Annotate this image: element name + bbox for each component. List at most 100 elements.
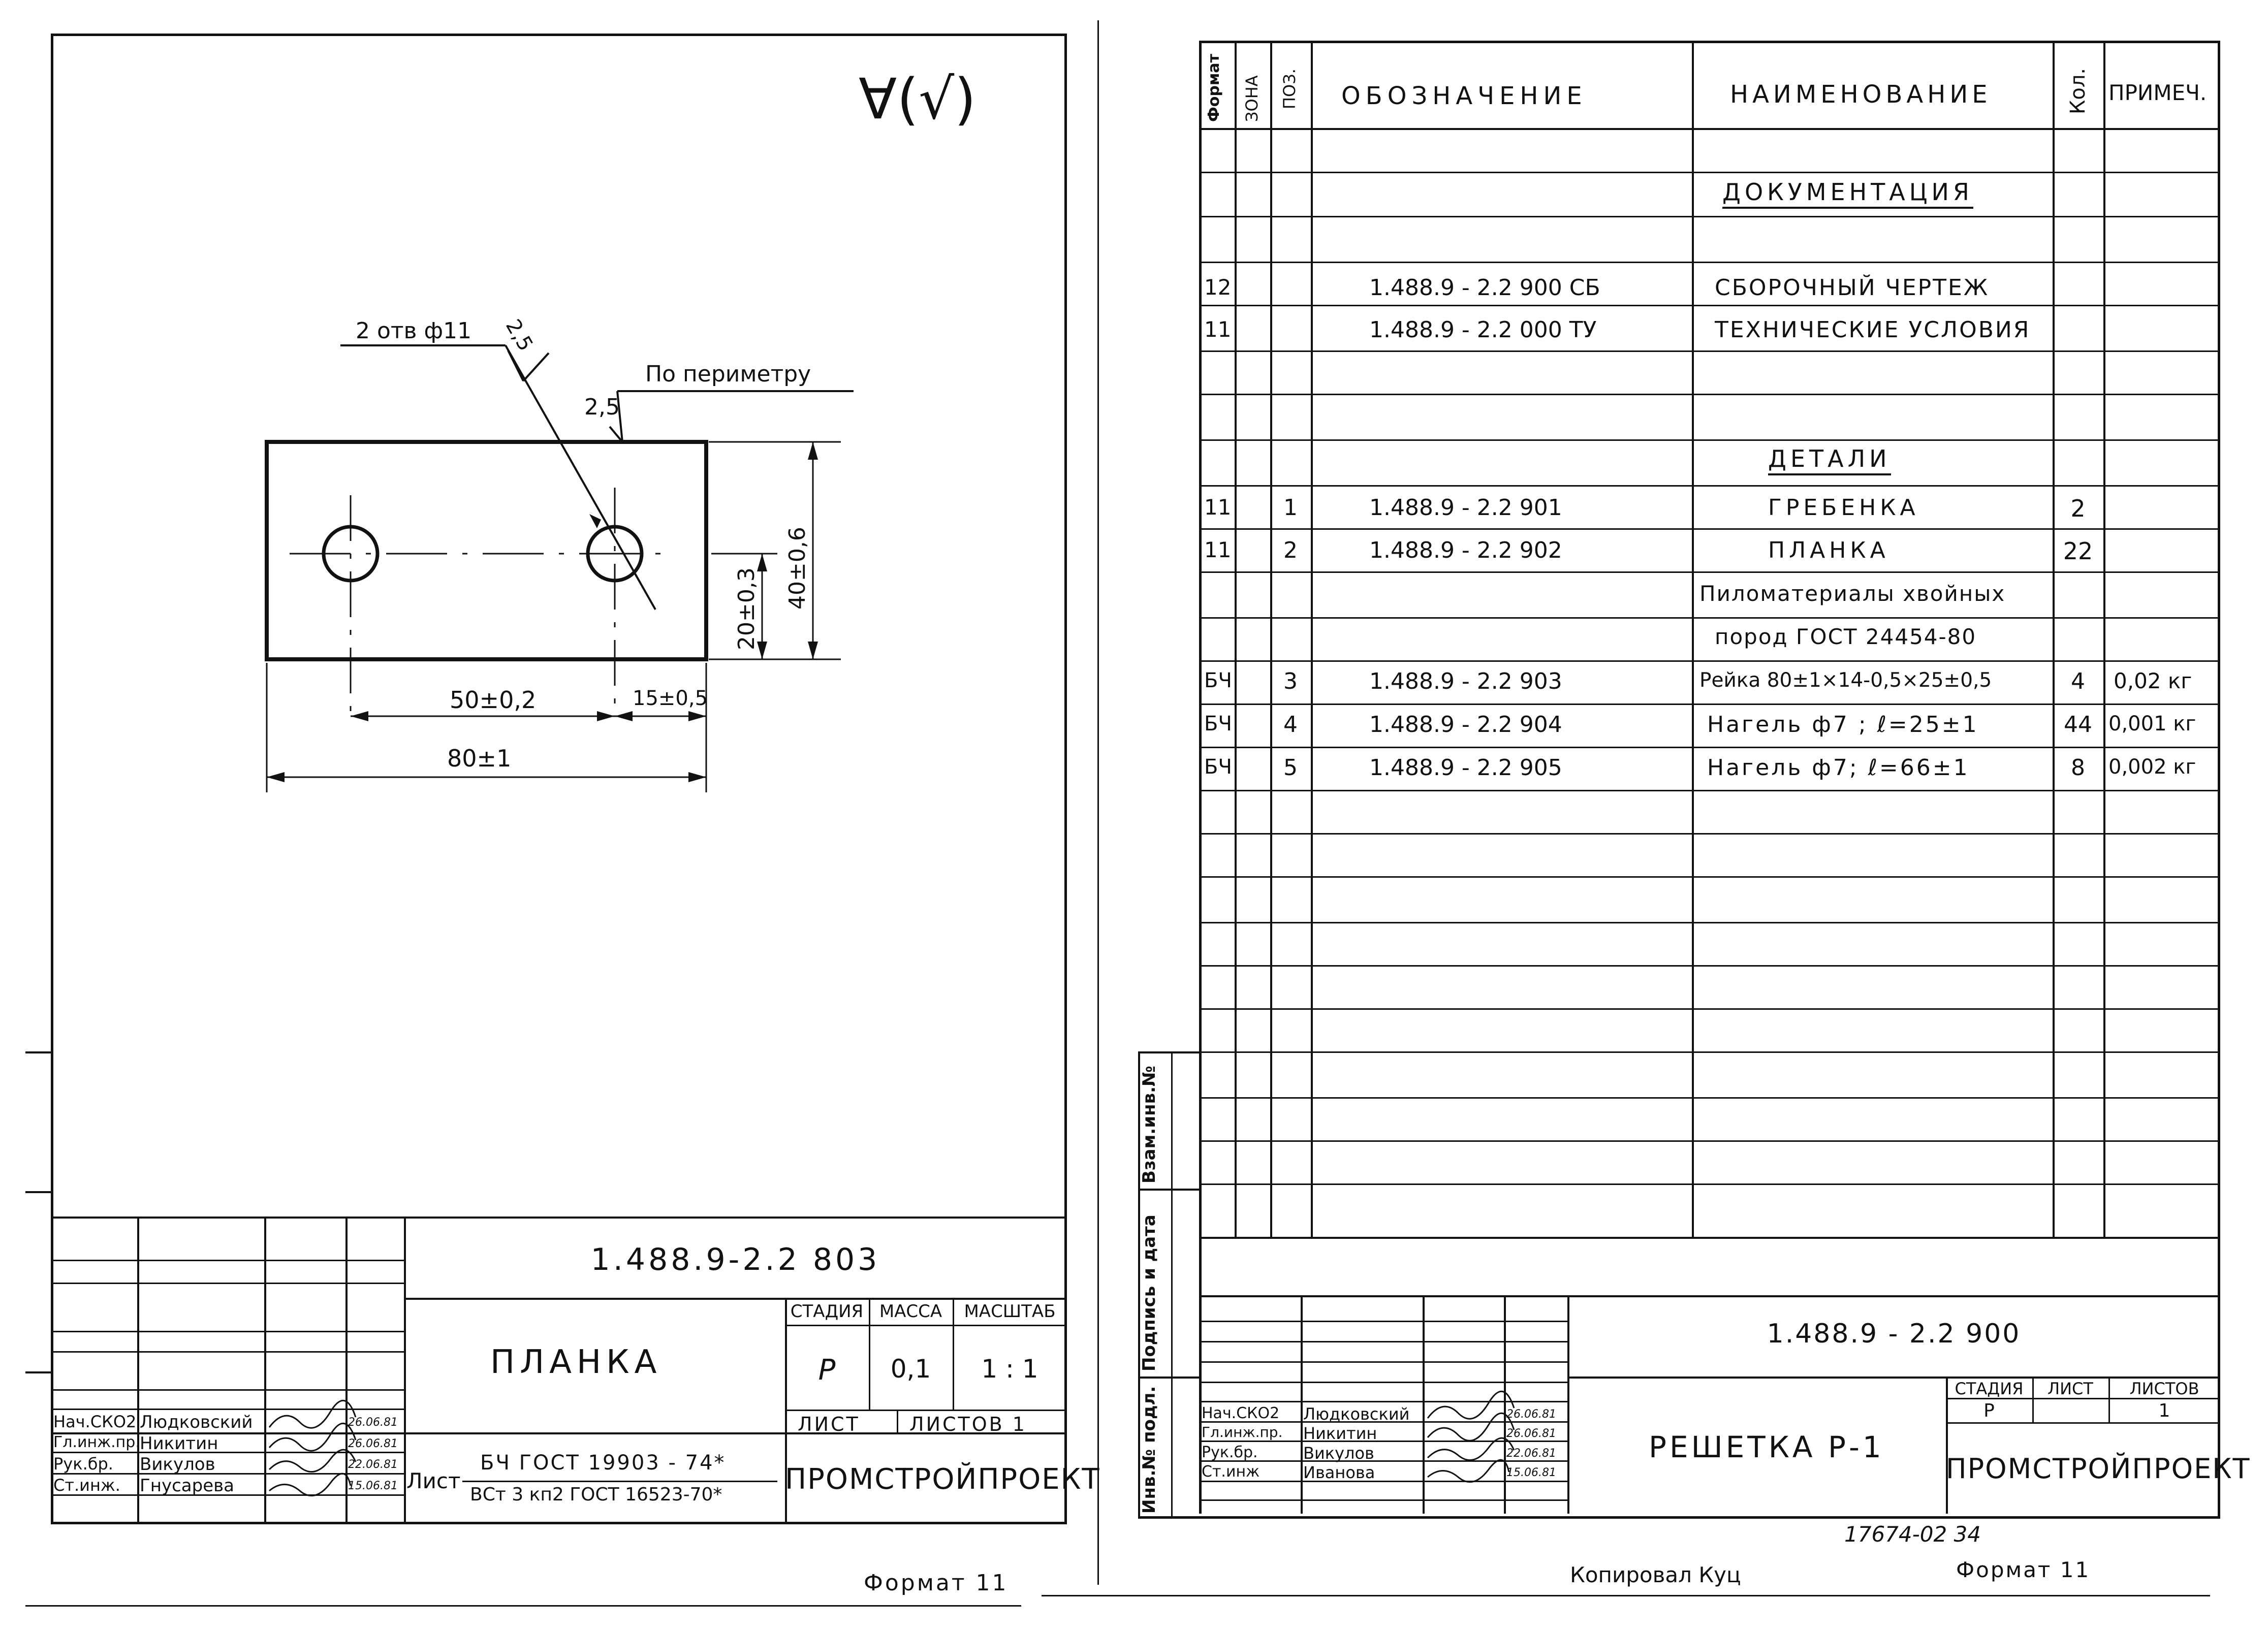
row-pos: 1 [1283,495,1298,521]
signer-name: Никитин [1303,1424,1377,1443]
row-qty: 8 [2071,755,2085,781]
row-note: 0,001 кг [2108,712,2196,735]
signer-date: 26.06.81 [348,1437,398,1450]
signer-date: 15.06.81 [1506,1466,1556,1479]
row-note: 0,02 кг [2114,668,2192,693]
archive-number: 17674-02 34 [1844,1522,1981,1547]
row-designation: 1.488.9 - 2.2 901 [1369,495,1562,521]
row-format: 11 [1204,537,1232,562]
row-format: БЧ [1204,712,1232,735]
signer-name: Гнусарева [140,1476,234,1496]
row-designation: 1.488.9 - 2.2 900 СБ [1369,275,1600,301]
row-pos: 4 [1283,712,1298,738]
mass-value: 0,1 [890,1354,931,1384]
signer-date: 22.06.81 [348,1458,398,1471]
row-name: Нагель ф7 ; ℓ=25±1 [1707,712,1979,738]
sheets-label: Листов 1 [909,1413,1027,1435]
signer-name: Никитин [140,1433,218,1454]
header-note: Примеч. [2108,80,2207,105]
signer-role: Нач.СКО2 [53,1412,137,1431]
row-designation: 1.488.9 - 2.2 905 [1369,755,1562,781]
row-qty: 22 [2063,537,2093,565]
signer-date: 26.06.81 [1506,1408,1556,1421]
section-parts: Детали [1768,447,1891,475]
right-header-sheets: Листов [2129,1379,2199,1398]
row-designation: 1.488.9 - 2.2 000 ТУ [1369,317,1597,343]
bottom-rule [1042,1595,2210,1596]
row-pos: 2 [1283,537,1298,563]
right-format-label: Формат 11 [1956,1557,2091,1582]
row-format: БЧ [1204,669,1232,692]
header-name: Наименование [1730,80,1992,109]
row-name: Рейка 80±1×14-0,5×25±0,5 [1699,669,1992,692]
left-format-label: Формат 11 [864,1570,1009,1596]
left-designation: 1.488.9-2.2 803 [590,1242,880,1277]
row-qty: 44 [2064,712,2092,738]
margin-tick [25,1191,51,1193]
signer-role: Гл.инж.пр. [53,1433,140,1451]
header-mass: Масса [879,1301,942,1322]
signer-name: Людковский [140,1412,253,1432]
row-note: 0,002 кг [2108,755,2196,779]
signer-date: 26.06.81 [1506,1427,1556,1440]
row-qty: 2 [2070,495,2086,522]
row-pos: 3 [1283,668,1298,694]
stage-value: Р [818,1354,836,1387]
row-name: Гребенка [1768,495,1919,521]
section-documentation: Документация [1722,180,1973,209]
sheet-divider [1097,20,1099,1585]
signer-role: Ст.инж [1202,1463,1260,1481]
row-designation: 1.488.9 - 2.2 904 [1369,712,1562,738]
right-header-sheet: Лист [2048,1379,2093,1398]
sheet-label: Лист [798,1413,860,1435]
row-designation: 1.488.9 - 2.2 902 [1369,537,1562,563]
row-format: БЧ [1204,755,1232,779]
row-name: пород ГОСТ 24454-80 [1715,624,1977,649]
dim-hole-spacing: 50±0,2 [450,686,537,714]
left-part-name: Планка [490,1343,662,1381]
material-bottom: ВСт 3 кп2 ГОСТ 16523-70* [470,1484,722,1505]
margin-tick [25,1371,51,1373]
scale-value: 1 : 1 [981,1354,1038,1384]
signer-date: 26.06.81 [348,1416,398,1429]
row-qty: 4 [2071,668,2085,694]
row-name: Нагель ф7; ℓ=66±1 [1707,755,1970,781]
dim-edge-offset: 15±0,5 [633,687,708,710]
header-designation: Обозначение [1341,82,1587,110]
signer-role: Рук.бр. [53,1454,113,1474]
signer-name: Иванова [1303,1463,1375,1482]
row-name: Технические условия [1715,317,2031,343]
signer-name: Викулов [1303,1444,1374,1463]
perimeter-note: По периметру [645,361,811,387]
signer-date: 15.06.81 [348,1480,398,1492]
roughness-symbol: ∀(√) [859,67,976,132]
right-stage-value: Р [1983,1400,1995,1421]
left-organization: ПРОМСТРОЙПРОЕКТ [785,1463,1100,1496]
material-top: БЧ ГОСТ 19903 - 74* [480,1451,726,1475]
right-sheet-frame [1138,41,2220,1519]
bottom-rule [25,1605,1021,1607]
right-organization: ПРОМСТРОЙПРОЕКТ [1946,1453,2251,1485]
row-designation: 1.488.9 - 2.2 903 [1369,668,1562,694]
left-sheet-frame [51,34,1067,1524]
part-outline [265,440,708,661]
signer-role: Нач.СКО2 [1202,1404,1280,1422]
dim-length: 80±1 [447,745,512,772]
signer-name: Людковский [1303,1404,1410,1424]
row-name: Планка [1768,537,1889,563]
material-prefix: Лист [406,1468,461,1493]
row-format: 11 [1204,317,1232,342]
row-name: Пиломатериалы хвойных [1699,581,2006,606]
header-scale: Масштаб [964,1301,1056,1322]
header-stage: Стадия [790,1301,864,1322]
right-header-stage: Стадия [1955,1379,2024,1398]
holes-note: 2 отв ф11 [356,318,472,344]
signer-date: 22.06.81 [1506,1447,1556,1460]
row-name: Сборочный чертеж [1715,275,1990,301]
margin-tick [25,1051,51,1053]
right-part-name: Решетка Р-1 [1649,1430,1884,1464]
roughness-perimeter-value: 2,5 [584,394,620,420]
